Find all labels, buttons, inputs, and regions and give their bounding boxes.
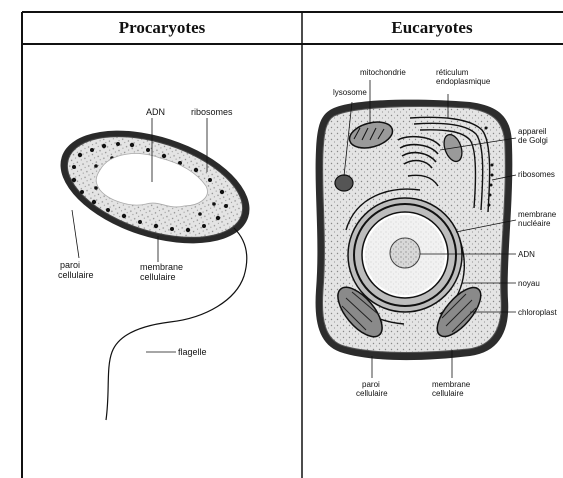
- flagellum: [106, 228, 247, 420]
- label-flagelle: flagelle: [178, 347, 207, 357]
- label-lysosome: lysosome: [333, 88, 367, 97]
- nucleolus: [390, 238, 420, 268]
- label-paroi-pro: paroi cellulaire: [58, 260, 94, 280]
- label-adn-pro: ADN: [146, 107, 165, 117]
- label-reticulum: réticulum endoplasmique: [436, 68, 491, 86]
- label-membrane-nucleaire: membrane nucléaire: [518, 210, 558, 228]
- label-ribosomes-pro: ribosomes: [191, 107, 233, 117]
- label-chloroplaste: chloroplast: [518, 308, 557, 317]
- label-mitochondrie: mitochondrie: [360, 68, 406, 77]
- procaryote-cell: ADN ribosomes paroi cellulaire membrane …: [46, 107, 263, 420]
- label-ribosomes-euc: ribosomes: [518, 170, 555, 179]
- lysosome: [335, 175, 353, 191]
- label-noyau: noyau: [518, 279, 540, 288]
- label-membrane-euc: membrane cellulaire: [432, 380, 472, 398]
- label-golgi: appareil de Golgi: [518, 127, 549, 145]
- label-membrane-pro: membrane cellulaire: [140, 262, 186, 282]
- label-adn-euc: ADN: [518, 250, 535, 259]
- label-paroi-euc: paroi cellulaire: [356, 380, 388, 398]
- eucaryote-cell: mitochondrie réticulum endoplasmique lys…: [316, 68, 559, 398]
